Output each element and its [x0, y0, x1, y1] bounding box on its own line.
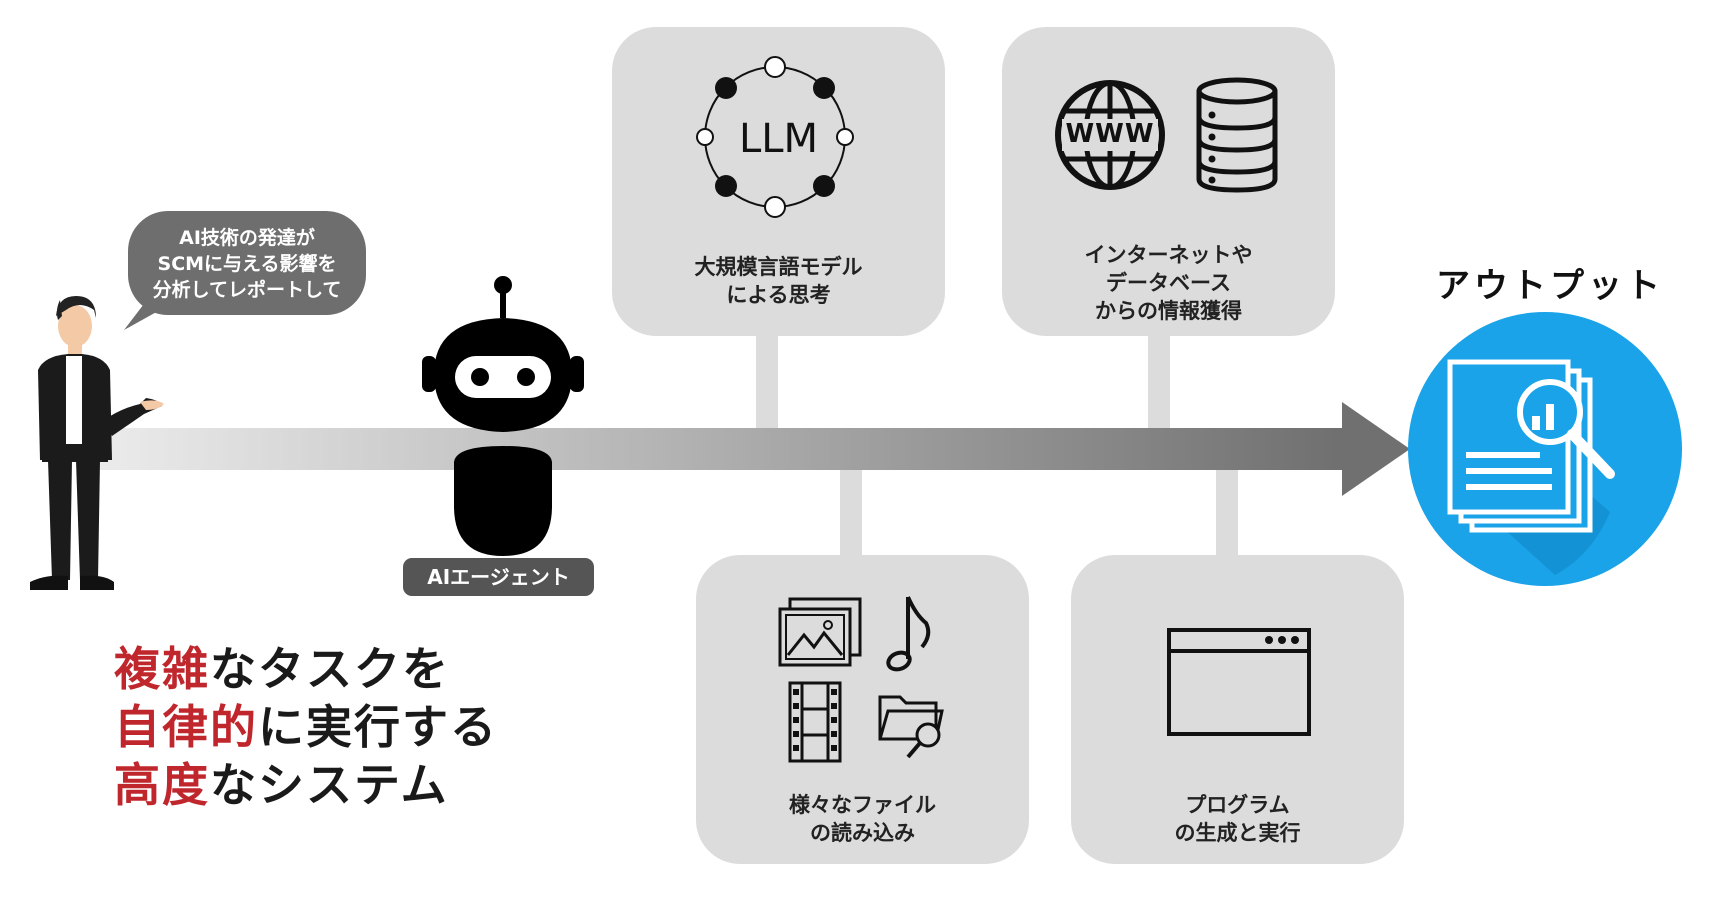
internet-label: インターネットや データベース からの情報獲得 [1084, 243, 1253, 323]
folder-search-icon [878, 695, 944, 759]
connector-internet [1148, 330, 1170, 428]
headline-rest-1: なタスクを [210, 642, 450, 696]
robot-icon [422, 276, 584, 556]
llm-label: 大規模言語モデル による思考 [694, 255, 863, 307]
llm-network-icon [696, 56, 854, 218]
step-box-program: プログラム の生成と実行 [1071, 555, 1404, 864]
program-window-icon [1167, 628, 1311, 736]
step-box-files: 様々なファイル の読み込み [696, 555, 1029, 864]
headline-highlight-3: 高度 [114, 758, 210, 812]
program-label: プログラム の生成と実行 [1174, 793, 1301, 845]
image-file-icon [778, 597, 862, 667]
output-title: アウトプット [1436, 266, 1664, 306]
headline-highlight-2: 自律的 [114, 700, 258, 754]
headline-line-3: 高度なシステム [114, 756, 498, 814]
speech-bubble [124, 211, 366, 330]
headline-rest-2: に実行する [258, 700, 498, 754]
speech-bubble-text-wrap: AI技術の発達が SCMに与える影響を 分析してレポートして [128, 211, 366, 315]
www-icon-text: WWW [1065, 119, 1155, 149]
step-box-llm: LLM 大規模言語モデル による思考 [612, 27, 945, 336]
agent-label: AIエージェント [403, 558, 594, 596]
globe-icon [1055, 80, 1165, 190]
connector-llm [756, 330, 778, 428]
music-note-icon [886, 596, 931, 672]
headline-line-2: 自律的に実行する [114, 698, 498, 756]
connector-files [840, 470, 862, 560]
report-icon [1408, 312, 1682, 586]
speech-bubble-text: AI技術の発達が SCMに与える影響を 分析してレポートして [152, 227, 342, 301]
llm-icon-text: LLM [738, 116, 819, 162]
headline-rest-3: なシステム [210, 758, 449, 812]
film-icon [788, 681, 842, 763]
headline: 複雑なタスクを 自律的に実行する 高度なシステム [114, 640, 498, 814]
files-label: 様々なファイル の読み込み [789, 793, 936, 845]
headline-highlight-1: 複雑 [114, 642, 210, 696]
database-icon [1196, 77, 1278, 193]
connector-program [1216, 470, 1238, 560]
timeline-arrow [95, 402, 1410, 496]
person-figure [30, 296, 164, 590]
headline-line-1: 複雑なタスクを [114, 640, 498, 698]
step-box-internet: WWW インターネットや データベース からの情報獲得 [1002, 27, 1335, 336]
